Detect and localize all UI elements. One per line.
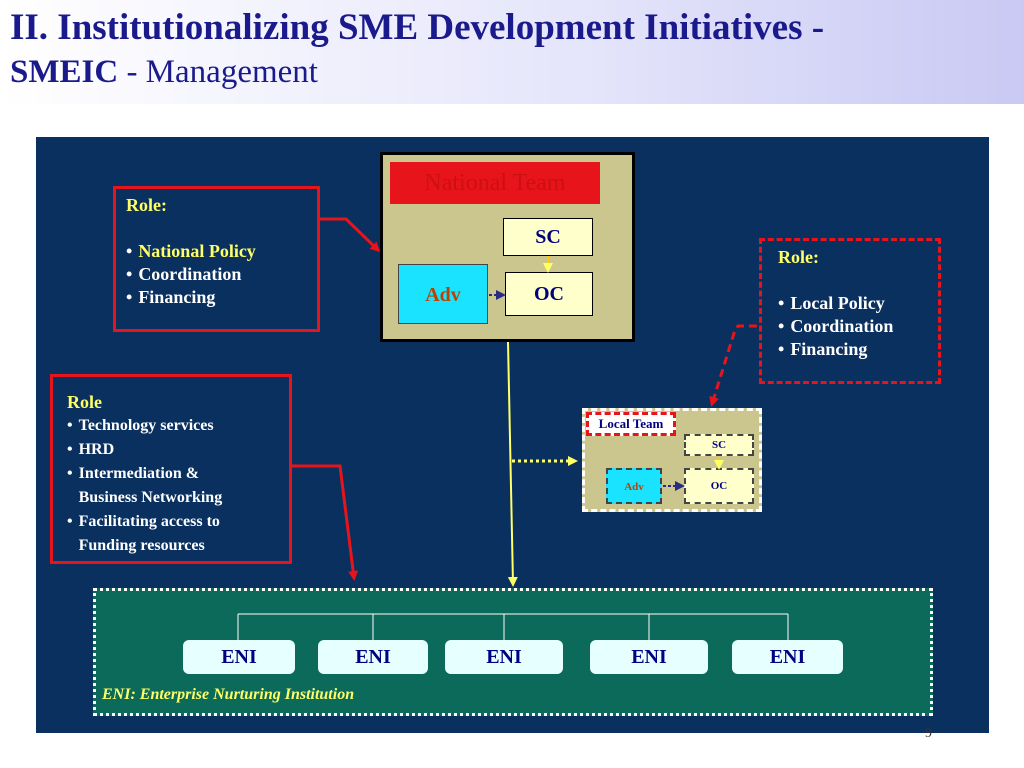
arrow-eni-role	[292, 464, 359, 581]
eni-role-box	[50, 374, 292, 564]
eni-role-heading: Role	[67, 392, 102, 412]
national-role-item: •Coordination	[126, 264, 242, 284]
national-team-label: National Team	[390, 162, 600, 204]
eni-role-item: •Technology services	[67, 417, 214, 434]
eni-box: ENI	[183, 640, 295, 674]
local-team-label: Local Team	[586, 412, 676, 436]
eni-role-item: •Facilitating access to Funding resource…	[67, 513, 220, 554]
local-role-item: •Local Policy	[778, 293, 885, 313]
eni-box: ENI	[732, 640, 843, 674]
local-role-box	[759, 238, 941, 384]
eni-box: ENI	[445, 640, 563, 674]
local-role-text: Role: •Local Policy •Coordination •Finan…	[778, 246, 938, 361]
local-adv-box: Adv	[606, 468, 662, 504]
page-number: 9	[925, 726, 932, 741]
local-role-item: •Coordination	[778, 316, 894, 336]
eni-role-item: •HRD	[67, 441, 115, 458]
local-sc-box: SC	[684, 434, 754, 456]
local-role-item: •Financing	[778, 339, 868, 359]
national-oc-box: OC	[505, 272, 593, 316]
title-management: - Management	[118, 54, 318, 90]
national-role-item: •National Policy	[126, 241, 256, 261]
slide-title-line2: SMEIC - Management	[10, 54, 318, 91]
slide-header	[0, 0, 1024, 104]
eni-role-text: Role •Technology services •HRD •Intermed…	[67, 390, 289, 558]
arrow-local-role	[709, 324, 757, 407]
eni-tree-lines	[237, 613, 789, 640]
local-oc-box: OC	[684, 468, 754, 504]
national-sc-box: SC	[503, 218, 593, 256]
slide-title-line1: II. Institutionalizing SME Development I…	[10, 7, 825, 48]
national-role-box	[113, 186, 320, 332]
national-role-item: •Financing	[126, 287, 216, 307]
eni-definition-note: ENI: Enterprise Nurturing Institution	[102, 686, 355, 703]
eni-box: ENI	[318, 640, 428, 674]
arrow-national-role	[320, 217, 381, 253]
local-role-heading: Role:	[778, 247, 819, 267]
national-role-text: Role: •National Policy •Coordination •Fi…	[126, 194, 316, 309]
arrow-national-to-eni	[507, 341, 518, 587]
title-smeic: SMEIC	[10, 54, 119, 90]
eni-box: ENI	[590, 640, 708, 674]
national-adv-box: Adv	[398, 264, 488, 324]
eni-role-item: •Intermediation & Business Networking	[67, 465, 223, 506]
national-role-heading: Role:	[126, 195, 167, 215]
